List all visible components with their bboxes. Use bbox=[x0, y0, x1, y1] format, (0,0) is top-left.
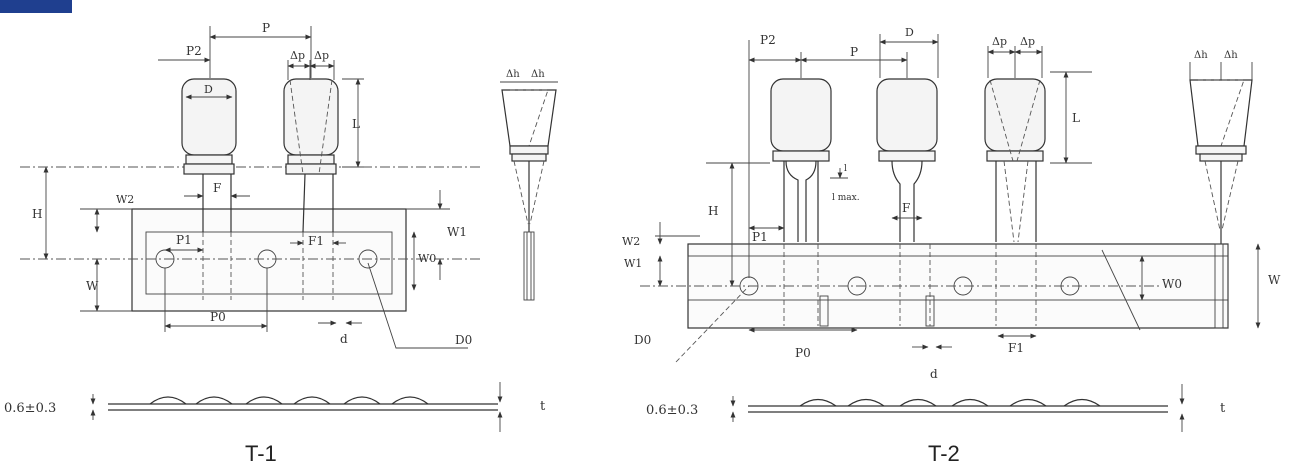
t2-capacitor-seal bbox=[986, 150, 1044, 162]
t2-label-D0: D0 bbox=[634, 333, 651, 347]
t2-tape bbox=[687, 243, 1229, 329]
t2-thickness-label: 0.6±0.3 bbox=[646, 403, 698, 418]
t1-label-P0: P0 bbox=[210, 310, 226, 324]
t2-figure: Δh Δh P2 P D Δp Δp L H l l max. P1 bbox=[622, 26, 1281, 466]
t1-side-tape bbox=[523, 231, 535, 301]
t2-label-P0: P0 bbox=[795, 346, 811, 360]
t2-label-W0: W0 bbox=[1162, 277, 1182, 291]
t1-t-label: t bbox=[540, 399, 546, 414]
t1-sprocket-hole bbox=[358, 249, 378, 269]
corner-tab bbox=[0, 0, 72, 13]
t1-label-dp2: Δp bbox=[314, 49, 329, 62]
t1-thickness-label: 0.6±0.3 bbox=[4, 401, 56, 416]
t2-label-P2: P2 bbox=[760, 33, 776, 47]
t2-thickness-strip: 0.6±0.3 t bbox=[646, 384, 1226, 432]
t2-sprocket-hole bbox=[1060, 276, 1080, 296]
t1-label-P: P bbox=[262, 21, 270, 35]
t2-lead-end bbox=[819, 295, 829, 327]
t1-label-W2: W2 bbox=[116, 193, 134, 206]
t2-tape-break bbox=[1101, 249, 1141, 331]
t2-label-dh1: Δh bbox=[1194, 50, 1208, 61]
t2-label-lmax: l max. bbox=[832, 193, 860, 203]
t2-capacitor-body bbox=[876, 78, 938, 152]
t1-label-F1: F1 bbox=[308, 234, 324, 248]
t1-figure: P P2 D Δp Δp L H W2 W F P bbox=[4, 21, 558, 466]
t2-side-view: Δh Δh bbox=[1189, 50, 1253, 329]
t1-side-seal bbox=[509, 145, 549, 155]
t1-label-D: D bbox=[204, 83, 213, 96]
t2-label-F: F bbox=[902, 201, 910, 215]
t1-capacitor-sleeve bbox=[287, 154, 335, 165]
t1-capacitor-seal bbox=[183, 163, 235, 175]
t2-caption: T-2 bbox=[928, 441, 960, 466]
t2-label-P: P bbox=[850, 45, 858, 59]
t2-capacitor-seal bbox=[772, 150, 830, 162]
t1-label-W: W bbox=[86, 279, 99, 293]
t1-label-W1: W1 bbox=[447, 225, 467, 239]
t2-label-d: d bbox=[930, 367, 938, 381]
t1-capacitor-body bbox=[283, 78, 339, 156]
t1-hold-down-tape bbox=[145, 231, 393, 295]
t2-label-W2: W2 bbox=[622, 235, 640, 248]
t1-label-dp1: Δp bbox=[290, 49, 305, 62]
t2-kink-lead bbox=[891, 160, 923, 242]
t1-label-D0: D0 bbox=[455, 333, 472, 347]
t2-label-dp1: Δp bbox=[992, 35, 1007, 48]
t2-capacitor-body bbox=[984, 78, 1046, 152]
t2-sprocket-hole bbox=[847, 276, 867, 296]
t1-leader-D0 bbox=[367, 262, 468, 349]
t1-label-d: d bbox=[340, 332, 348, 346]
t2-label-F1: F1 bbox=[1008, 341, 1024, 355]
t2-t-label: t bbox=[1220, 401, 1226, 416]
t1-label-dh1: Δh bbox=[506, 69, 520, 80]
t1-thickness-strip: 0.6±0.3 t bbox=[4, 382, 546, 432]
t2-kink-lead bbox=[785, 160, 817, 242]
t2-label-W: W bbox=[1268, 273, 1281, 287]
t2-capacitor-seal bbox=[878, 150, 936, 162]
t1-label-W0: W0 bbox=[418, 252, 436, 265]
t1-side-capacitor bbox=[501, 89, 557, 147]
t2-label-l: l bbox=[844, 164, 847, 174]
t2-capacitor-body bbox=[770, 78, 832, 152]
t2-label-dh2: Δh bbox=[1224, 50, 1238, 61]
t1-label-L: L bbox=[352, 117, 360, 131]
t1-caption: T-1 bbox=[245, 441, 277, 466]
t1-tape bbox=[131, 208, 407, 312]
t2-diagonal bbox=[675, 285, 750, 363]
t2-sprocket-hole bbox=[953, 276, 973, 296]
t1-side-view: Δh Δh bbox=[500, 69, 558, 301]
t1-capacitor-sleeve bbox=[185, 154, 233, 165]
t2-lead bbox=[995, 161, 1037, 242]
t2-label-H: H bbox=[708, 204, 718, 218]
t1-label-dh2: Δh bbox=[531, 69, 545, 80]
t1-label-H: H bbox=[32, 207, 42, 221]
t2-label-P1: P1 bbox=[752, 230, 768, 244]
t1-label-P2: P2 bbox=[186, 44, 202, 58]
t2-side-capacitor bbox=[1189, 79, 1253, 147]
t1-capacitor-seal bbox=[285, 163, 337, 175]
t2-label-D: D bbox=[905, 26, 914, 39]
t1-label-F: F bbox=[213, 181, 221, 195]
t1-label-P1: P1 bbox=[176, 233, 192, 247]
t2-label-dp2: Δp bbox=[1020, 35, 1035, 48]
t1-lead bbox=[302, 173, 306, 233]
t2-label-W1: W1 bbox=[624, 257, 642, 270]
t2-label-L: L bbox=[1072, 111, 1080, 125]
